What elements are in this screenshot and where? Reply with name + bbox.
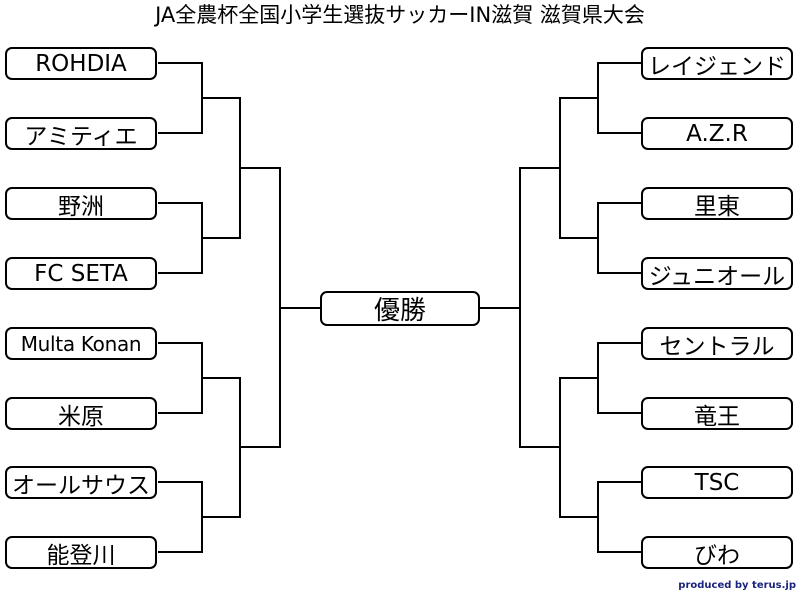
team-right-3: 里東	[641, 187, 793, 220]
bracket-line-left-r2-2	[239, 377, 281, 518]
team-left-3: 野洲	[5, 187, 157, 220]
team-right-8: びわ	[641, 536, 793, 569]
bracket-line-right-r1-2	[559, 202, 642, 274]
credit-text: produced by terus.jp	[678, 580, 796, 591]
bracket-line-left-r1-2	[158, 202, 241, 274]
team-left-8: 能登川	[5, 536, 157, 569]
bracket-line-left-r1-1	[158, 62, 241, 134]
team-left-7: オールサウス	[5, 466, 157, 499]
bracket-line-right-r1-3	[559, 342, 642, 414]
bracket-line-right-r1-4	[559, 481, 642, 553]
bracket-line-right-r1-1	[559, 62, 642, 134]
bracket-line-right-r3	[479, 167, 521, 448]
bracket-line-left-r1-4	[158, 481, 241, 553]
bracket-line-right-r2-1	[519, 97, 561, 239]
team-right-7: TSC	[641, 466, 793, 499]
tournament-title: JA全農杯全国小学生選抜サッカーIN滋賀 滋賀県大会	[155, 3, 645, 27]
team-right-6: 竜王	[641, 397, 793, 430]
bracket-line-right-r2-2	[519, 377, 561, 518]
team-right-1: レイジェンド	[641, 47, 793, 80]
team-left-6: 米原	[5, 397, 157, 430]
champion-box: 優勝	[320, 291, 480, 326]
team-right-2: A.Z.R	[641, 117, 793, 150]
team-left-1: ROHDIA	[5, 47, 157, 80]
team-left-4: FC SETA	[5, 257, 157, 290]
team-right-4: ジュニオール	[641, 257, 793, 290]
team-right-5: セントラル	[641, 327, 793, 360]
bracket-line-left-r3	[279, 167, 321, 448]
team-left-2: アミティエ	[5, 117, 157, 150]
team-left-5: Multa Konan	[5, 327, 157, 360]
bracket-line-left-r2-1	[239, 97, 281, 239]
bracket-line-left-r1-3	[158, 342, 241, 414]
